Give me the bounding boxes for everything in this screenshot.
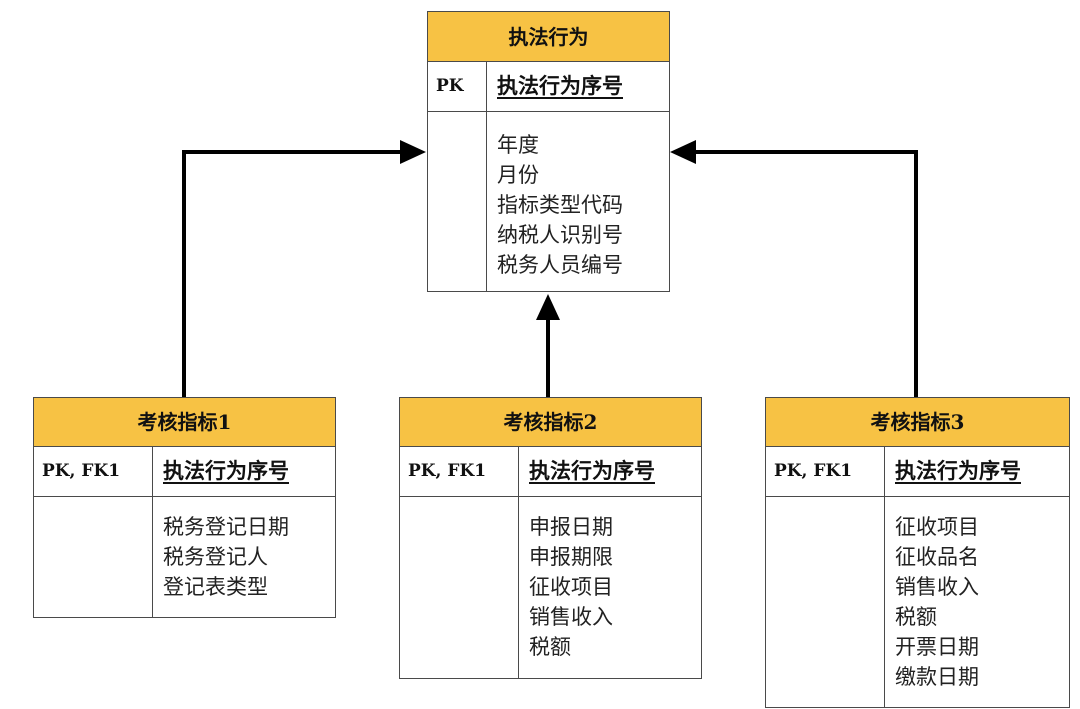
attribute-item: 征收项目 bbox=[529, 575, 613, 599]
pk-row: PK, FK1 执法行为序号 bbox=[400, 447, 701, 497]
attribute-item: 指标类型代码 bbox=[497, 193, 623, 217]
attribute-gutter bbox=[400, 497, 519, 678]
attribute-item: 月份 bbox=[497, 163, 539, 187]
attribute-item: 登记表类型 bbox=[163, 575, 268, 599]
pk-field: 执法行为序号 bbox=[497, 73, 623, 98]
arrowhead-middle bbox=[536, 294, 560, 320]
attribute-list: 税务登记日期税务登记人登记表类型 bbox=[153, 497, 289, 617]
arrowhead-right bbox=[670, 140, 696, 164]
attribute-item: 开票日期 bbox=[895, 635, 979, 659]
attribute-item: 年度 bbox=[497, 133, 539, 157]
attribute-item: 征收品名 bbox=[895, 545, 979, 569]
attribute-item: 税额 bbox=[895, 605, 937, 629]
attribute-item: 纳税人识别号 bbox=[497, 223, 623, 247]
attribute-list: 年度月份指标类型代码纳税人识别号税务人员编号 bbox=[487, 112, 623, 291]
attribute-section: 征收项目征收品名销售收入税额开票日期缴款日期 bbox=[766, 497, 1069, 707]
attribute-item: 征收项目 bbox=[895, 515, 979, 539]
entity-title: 执法行为 bbox=[428, 12, 669, 62]
entity-title: 考核指标2 bbox=[400, 398, 701, 447]
entity-enforcement-action: 执法行为 PK 执法行为序号 年度月份指标类型代码纳税人识别号税务人员编号 bbox=[427, 11, 670, 292]
pk-field: 执法行为序号 bbox=[895, 458, 1021, 483]
attribute-list: 征收项目征收品名销售收入税额开票日期缴款日期 bbox=[885, 497, 979, 707]
attribute-section: 税务登记日期税务登记人登记表类型 bbox=[34, 497, 335, 617]
pk-row: PK 执法行为序号 bbox=[428, 62, 669, 112]
pk-label: PK, FK1 bbox=[766, 447, 885, 496]
entity-assessment-index-2: 考核指标2 PK, FK1 执法行为序号 申报日期申报期限征收项目销售收入税额 bbox=[399, 397, 702, 679]
entity-assessment-index-1: 考核指标1 PK, FK1 执法行为序号 税务登记日期税务登记人登记表类型 bbox=[33, 397, 336, 618]
entity-title: 考核指标1 bbox=[34, 398, 335, 447]
pk-row: PK, FK1 执法行为序号 bbox=[34, 447, 335, 497]
attribute-gutter bbox=[34, 497, 153, 617]
attribute-section: 申报日期申报期限征收项目销售收入税额 bbox=[400, 497, 701, 678]
attribute-list: 申报日期申报期限征收项目销售收入税额 bbox=[519, 497, 613, 678]
entity-title: 考核指标3 bbox=[766, 398, 1069, 447]
attribute-section: 年度月份指标类型代码纳税人识别号税务人员编号 bbox=[428, 112, 669, 291]
attribute-item: 税务登记人 bbox=[163, 545, 268, 569]
attribute-item: 销售收入 bbox=[529, 605, 613, 629]
attribute-item: 销售收入 bbox=[895, 575, 979, 599]
attribute-gutter bbox=[428, 112, 487, 291]
attribute-item: 申报期限 bbox=[529, 545, 613, 569]
pk-label: PK bbox=[428, 62, 487, 111]
pk-label: PK, FK1 bbox=[400, 447, 519, 496]
attribute-item: 申报日期 bbox=[529, 515, 613, 539]
pk-field: 执法行为序号 bbox=[163, 458, 289, 483]
attribute-item: 税额 bbox=[529, 635, 571, 659]
entity-assessment-index-3: 考核指标3 PK, FK1 执法行为序号 征收项目征收品名销售收入税额开票日期缴… bbox=[765, 397, 1070, 708]
connector-right bbox=[694, 150, 918, 397]
pk-field: 执法行为序号 bbox=[529, 458, 655, 483]
attribute-item: 缴款日期 bbox=[895, 665, 979, 689]
connector-left bbox=[182, 150, 402, 397]
attribute-item: 税务人员编号 bbox=[497, 253, 623, 277]
pk-row: PK, FK1 执法行为序号 bbox=[766, 447, 1069, 497]
attribute-item: 税务登记日期 bbox=[163, 515, 289, 539]
arrowhead-left bbox=[400, 140, 426, 164]
attribute-gutter bbox=[766, 497, 885, 707]
pk-label: PK, FK1 bbox=[34, 447, 153, 496]
